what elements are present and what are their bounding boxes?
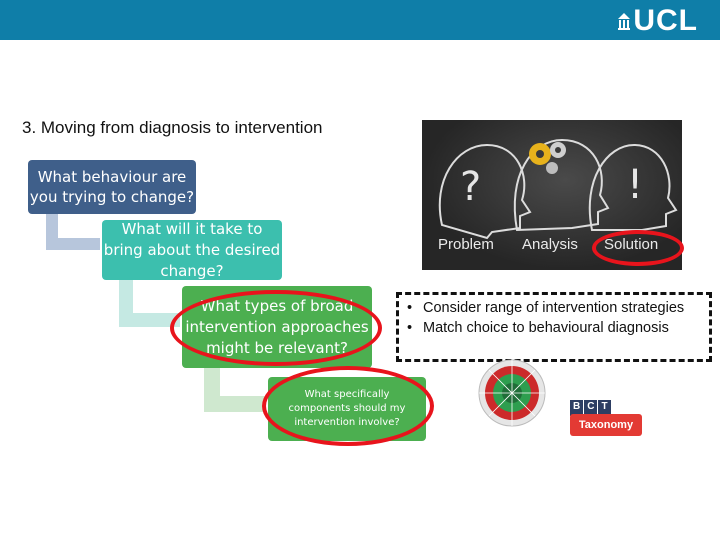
bullet-item: Consider range of intervention strategie… (405, 298, 705, 318)
bct-letter: B (570, 400, 584, 416)
bullet-item: Match choice to behavioural diagnosis (405, 318, 705, 338)
connector-2 (119, 280, 180, 327)
bct-taxonomy-logo: B C T Taxonomy (570, 400, 642, 436)
step-behaviour-text: What behaviour are you trying to change? (29, 168, 195, 206)
key-points-box: Consider range of intervention strategie… (396, 292, 712, 362)
step-change-text: What will it take to bring about the des… (103, 220, 281, 280)
bct-letter: C (584, 400, 598, 416)
bct-letter: T (598, 400, 611, 416)
label-analysis: Analysis (522, 236, 578, 253)
behaviour-change-wheel-icon (478, 359, 546, 427)
heads-illustration: ? ! (438, 138, 678, 240)
portico-icon (618, 13, 631, 30)
connector-3 (204, 368, 266, 412)
logo-text: UCL (633, 4, 698, 37)
label-problem: Problem (438, 236, 494, 253)
question-mark-icon: ? (460, 164, 481, 210)
highlight-ring-approaches (170, 290, 382, 366)
head-left (438, 143, 532, 240)
step-behaviour: What behaviour are you trying to change? (28, 160, 196, 214)
connector-1 (46, 214, 100, 250)
head-middle (513, 138, 610, 232)
header-bar: UCL (0, 0, 720, 40)
bct-letters: B C T (570, 400, 612, 416)
taxonomy-label: Taxonomy (570, 414, 642, 436)
head-right (588, 143, 678, 231)
step-change: What will it take to bring about the des… (102, 220, 282, 280)
exclamation-icon: ! (627, 162, 643, 208)
highlight-ring-components (262, 366, 434, 446)
slide-title: 3. Moving from diagnosis to intervention (22, 118, 323, 137)
ucl-logo: UCL (617, 6, 698, 36)
highlight-ring-solution (592, 230, 684, 266)
